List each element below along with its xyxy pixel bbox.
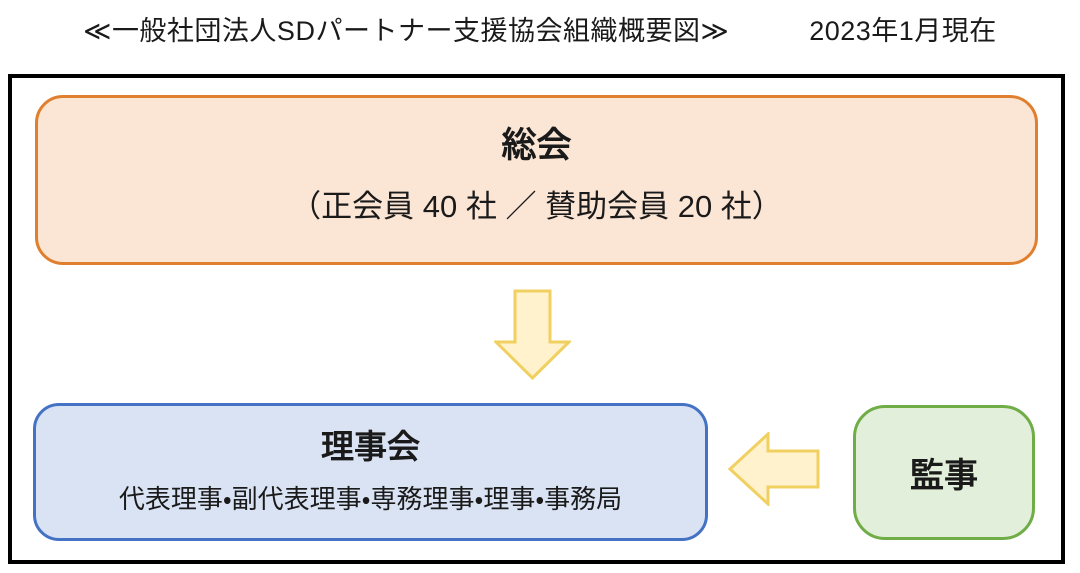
- board-box: 理事会 代表理事・副代表理事・専務理事・理事・事務局: [33, 403, 708, 541]
- board-members: 代表理事・副代表理事・専務理事・理事・事務局: [118, 484, 623, 514]
- board-title: 理事会: [321, 428, 420, 465]
- general-meeting-subtitle: （正会員 40 社 ／ 賛助会員 20 社）: [290, 189, 783, 224]
- general-meeting-box: 総会 （正会員 40 社 ／ 賛助会員 20 社）: [35, 95, 1038, 265]
- diagram-header: ≪一般社団法人SDパートナー支援協会組織概要図≫ 2023年1月現在: [0, 15, 1080, 47]
- general-meeting-title: 総会: [501, 126, 572, 165]
- left-arrow-icon: [728, 432, 820, 506]
- down-arrow-icon: [494, 289, 571, 380]
- org-chart-frame: 総会 （正会員 40 社 ／ 賛助会員 20 社） 理事会 代表理事・副代表理事…: [8, 74, 1065, 564]
- auditor-title: 監事: [910, 457, 978, 495]
- diagram-title: ≪一般社団法人SDパートナー支援協会組織概要図≫: [83, 16, 730, 46]
- diagram-date: 2023年1月現在: [809, 16, 997, 46]
- auditor-box: 監事: [853, 405, 1035, 540]
